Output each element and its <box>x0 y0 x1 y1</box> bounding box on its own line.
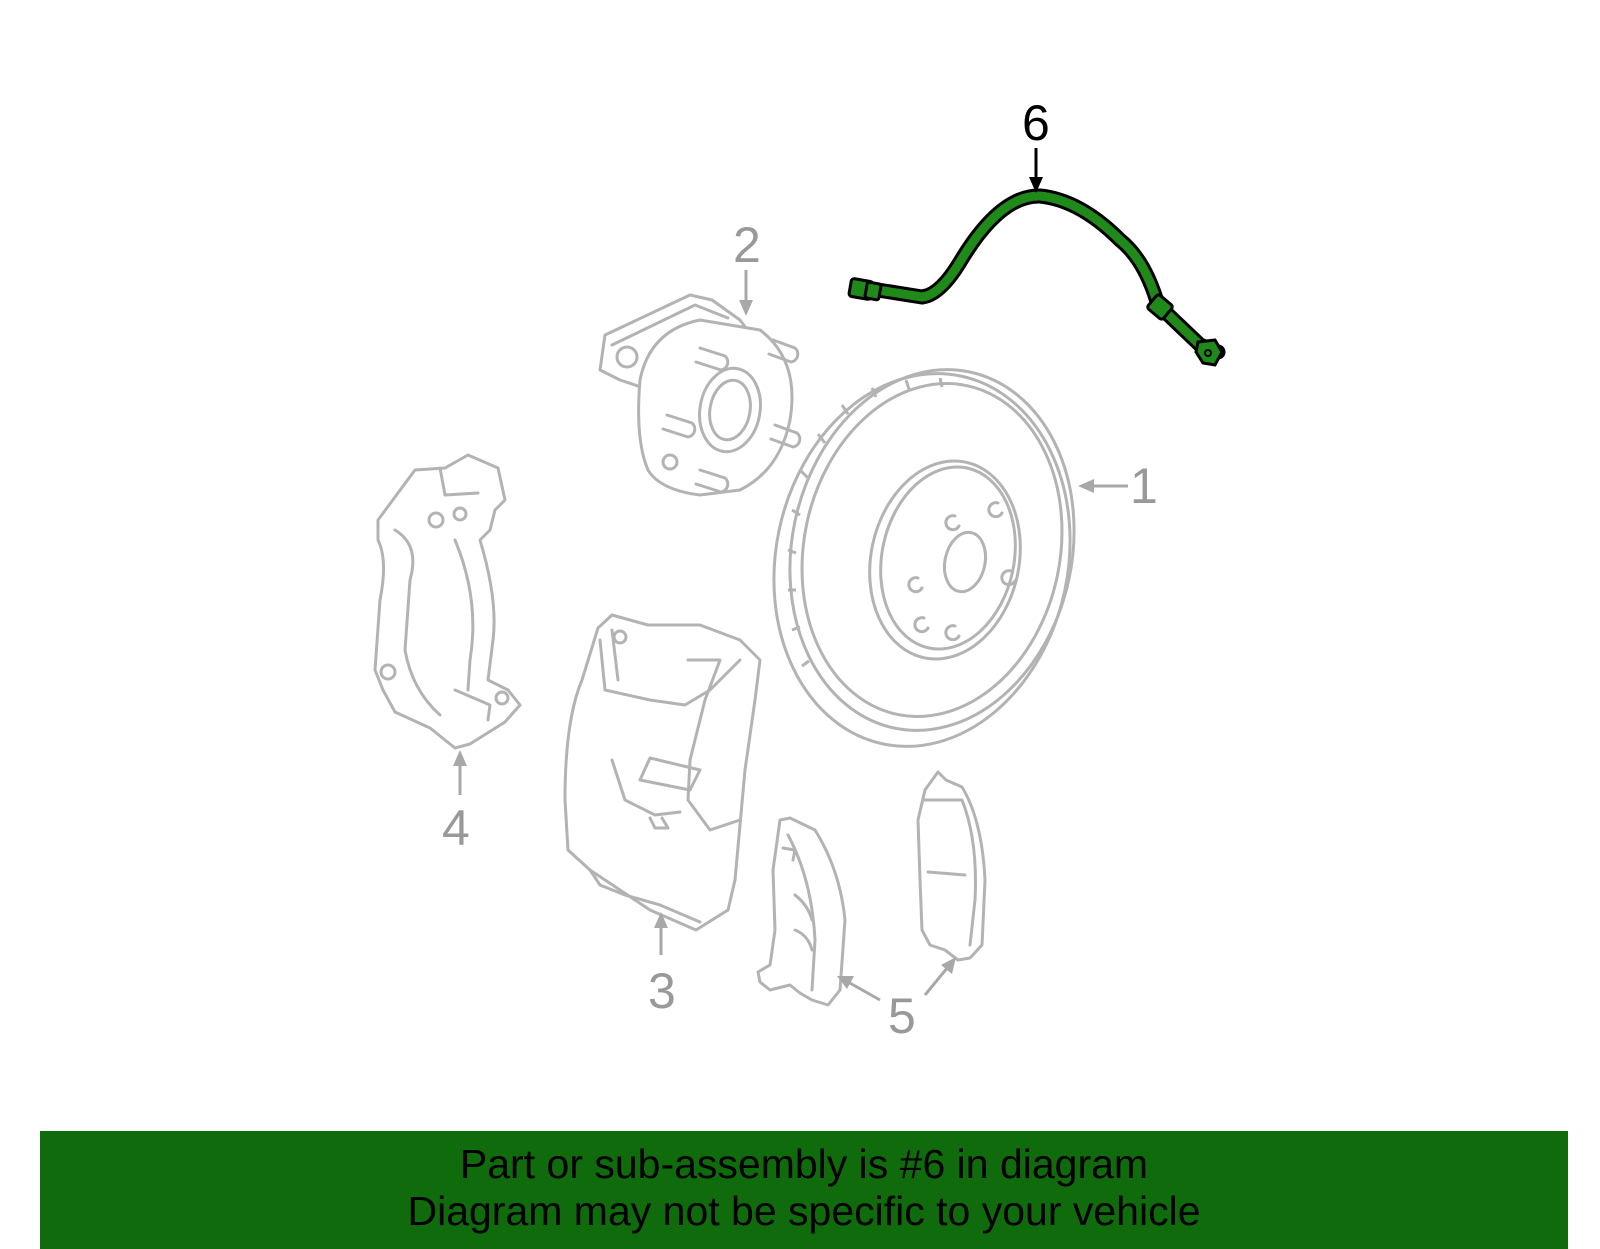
callout-3: 3 <box>648 963 676 1019</box>
callout-4: 4 <box>442 800 470 856</box>
part-5-brake-pads[interactable] <box>756 770 987 1007</box>
part-6-brake-hose[interactable] <box>847 188 1226 367</box>
part-4-caliper-bracket[interactable] <box>373 453 522 750</box>
part-3-caliper[interactable] <box>563 613 762 932</box>
part-2-hub-bearing[interactable] <box>598 293 802 497</box>
banner-line-disclaimer: Diagram may not be specific to your vehi… <box>407 1188 1201 1234</box>
banner-line-part-number: Part or sub-assembly is #6 in diagram <box>459 1141 1149 1187</box>
part-1-brake-rotor[interactable] <box>740 343 1107 774</box>
callout-2: 2 <box>733 217 761 273</box>
callout-1: 1 <box>1130 458 1158 514</box>
callout-5: 5 <box>888 988 916 1044</box>
callout-leaders <box>453 148 1128 1002</box>
callout-6: 6 <box>1022 95 1050 151</box>
part-info-banner: Part or sub-assembly is #6 in diagram Di… <box>40 1131 1568 1249</box>
